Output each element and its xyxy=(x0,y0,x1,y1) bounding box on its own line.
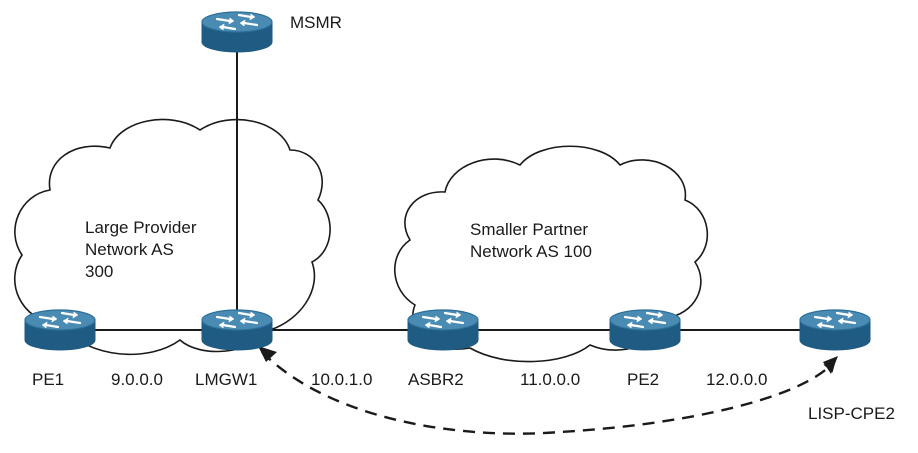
router-lmgw1-icon[interactable] xyxy=(200,308,274,352)
lisp-tunnel-dashed-arrow xyxy=(261,351,837,435)
cloud-small-line-2: Network AS 100 xyxy=(470,242,592,261)
router-msmr-label: MSMR xyxy=(290,13,342,32)
link-pe1-lmgw1-label: 9.0.0.0 xyxy=(111,370,163,389)
tunnel-arrowhead-right xyxy=(823,356,838,374)
cloud-small-line-1: Smaller Partner xyxy=(470,220,589,239)
router-lmgw1-label: LMGW1 xyxy=(195,370,258,389)
router-lisp-cpe2-icon[interactable] xyxy=(798,308,872,352)
cloud-large-line-3: 300 xyxy=(85,262,114,281)
router-pe2-label: PE2 xyxy=(627,370,660,389)
cloud-large-provider-label: Large Provider Network AS 300 xyxy=(85,217,197,283)
router-pe2-icon[interactable] xyxy=(608,308,682,352)
link-lmgw1-asbr2-label: 10.0.1.0 xyxy=(311,370,373,389)
router-lisp-cpe2-label: LISP-CPE2 xyxy=(808,404,895,423)
tunnel-arrowhead-left xyxy=(258,346,277,362)
router-asbr2-label: ASBR2 xyxy=(408,370,464,389)
link-asbr2-pe2-label: 11.0.0.0 xyxy=(520,370,581,389)
router-pe1-icon[interactable] xyxy=(23,308,97,352)
link-pe2-cpe2-label: 12.0.0.0 xyxy=(706,370,768,389)
cloud-smaller-partner-label: Smaller Partner Network AS 100 xyxy=(470,219,592,263)
cloud-large-line-1: Large Provider xyxy=(85,218,197,237)
router-msmr-icon[interactable] xyxy=(200,10,274,54)
router-pe1-label: PE1 xyxy=(32,370,65,389)
router-asbr2-icon[interactable] xyxy=(406,308,480,352)
cloud-large-line-2: Network AS xyxy=(85,240,174,259)
